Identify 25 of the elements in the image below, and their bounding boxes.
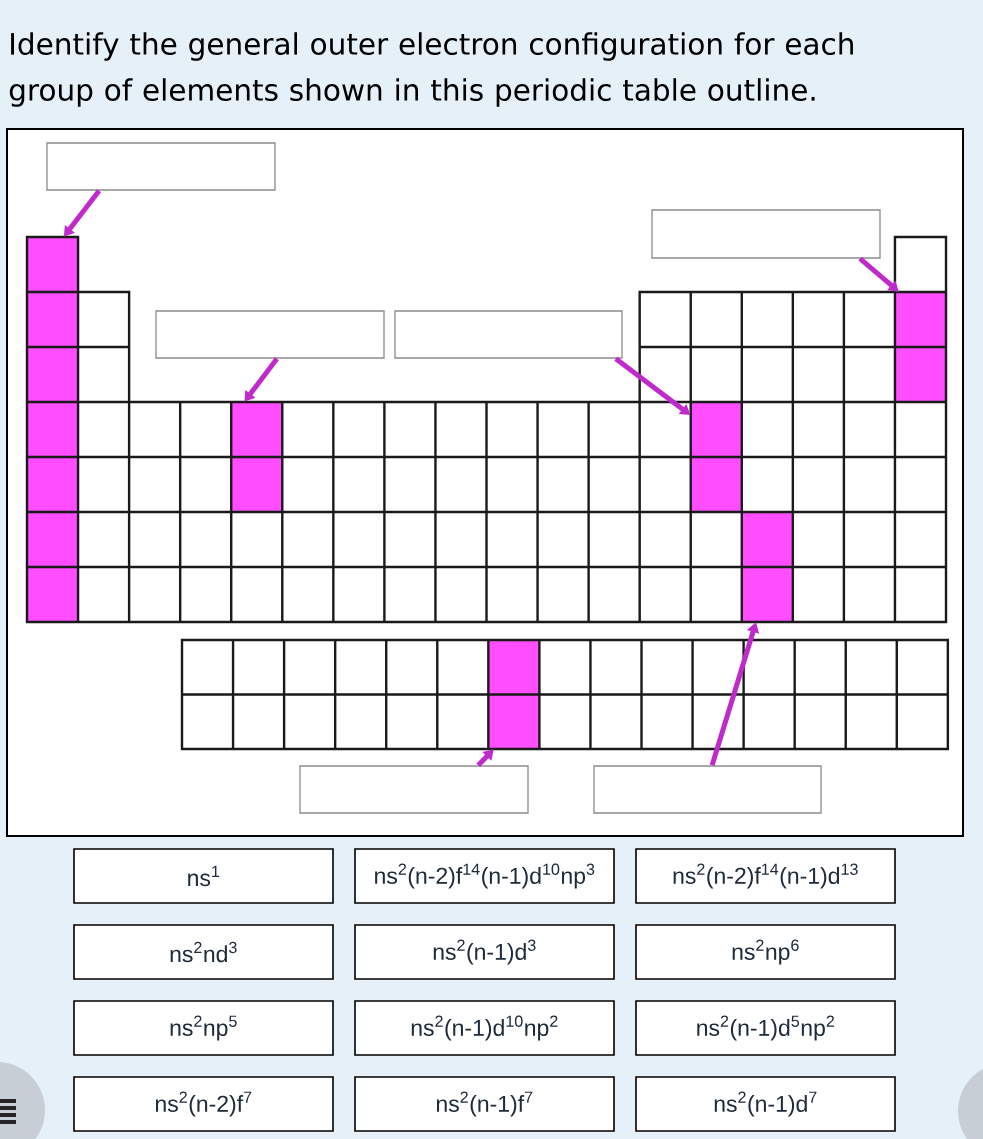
answer-box [155,310,385,359]
answer-choice: ns$^{2}$(n-1)d$^{7}$ [635,1076,896,1132]
answer-box [46,142,276,191]
answer-choice: ns$^{2}$(n-1)d$^{10}$np$^{2}$ [354,1000,615,1056]
answer-choice: ns$^{2}$(n-2)f$^{14}$(n-1)d$^{13}$ [635,848,896,904]
highlighted-cells [690,402,742,512]
question-text: Identify the general outer electron configuration for each group of elements shown in this periodic table outline. [9,32,853,107]
arrow [476,749,494,768]
answer-choice: ns$^{2}$(n-2)f$^{14}$(n-1)d$^{10}$np$^{3}$ [354,848,615,904]
answer-choice: ns$^{1}$ [73,848,334,904]
answer-box [394,310,623,359]
highlighted-cells [894,292,946,402]
answer-choice: ns$^{2}$np$^{6}$ [635,924,896,980]
answer-box [593,765,822,814]
answer-choice: ns$^{2}$np$^{5}$ [73,1000,334,1056]
answer-choice: ns$^{2}$(n-2)f$^{7}$ [73,1076,334,1132]
answer-choice: ns$^{2}$nd$^{3}$ [73,924,334,980]
answer-choice: ns$^{2}$(n-1)d$^{5}$np$^{2}$ [635,1000,896,1056]
highlighted-cells [741,512,793,622]
answer-box [299,765,529,814]
arrow [244,357,279,402]
arrow [858,256,899,292]
answer-choice: ns$^{2}$(n-1)f$^{7}$ [354,1076,615,1132]
answer-box [651,209,881,259]
answer-choice: ns$^{2}$(n-1)d$^{3}$ [354,924,615,980]
